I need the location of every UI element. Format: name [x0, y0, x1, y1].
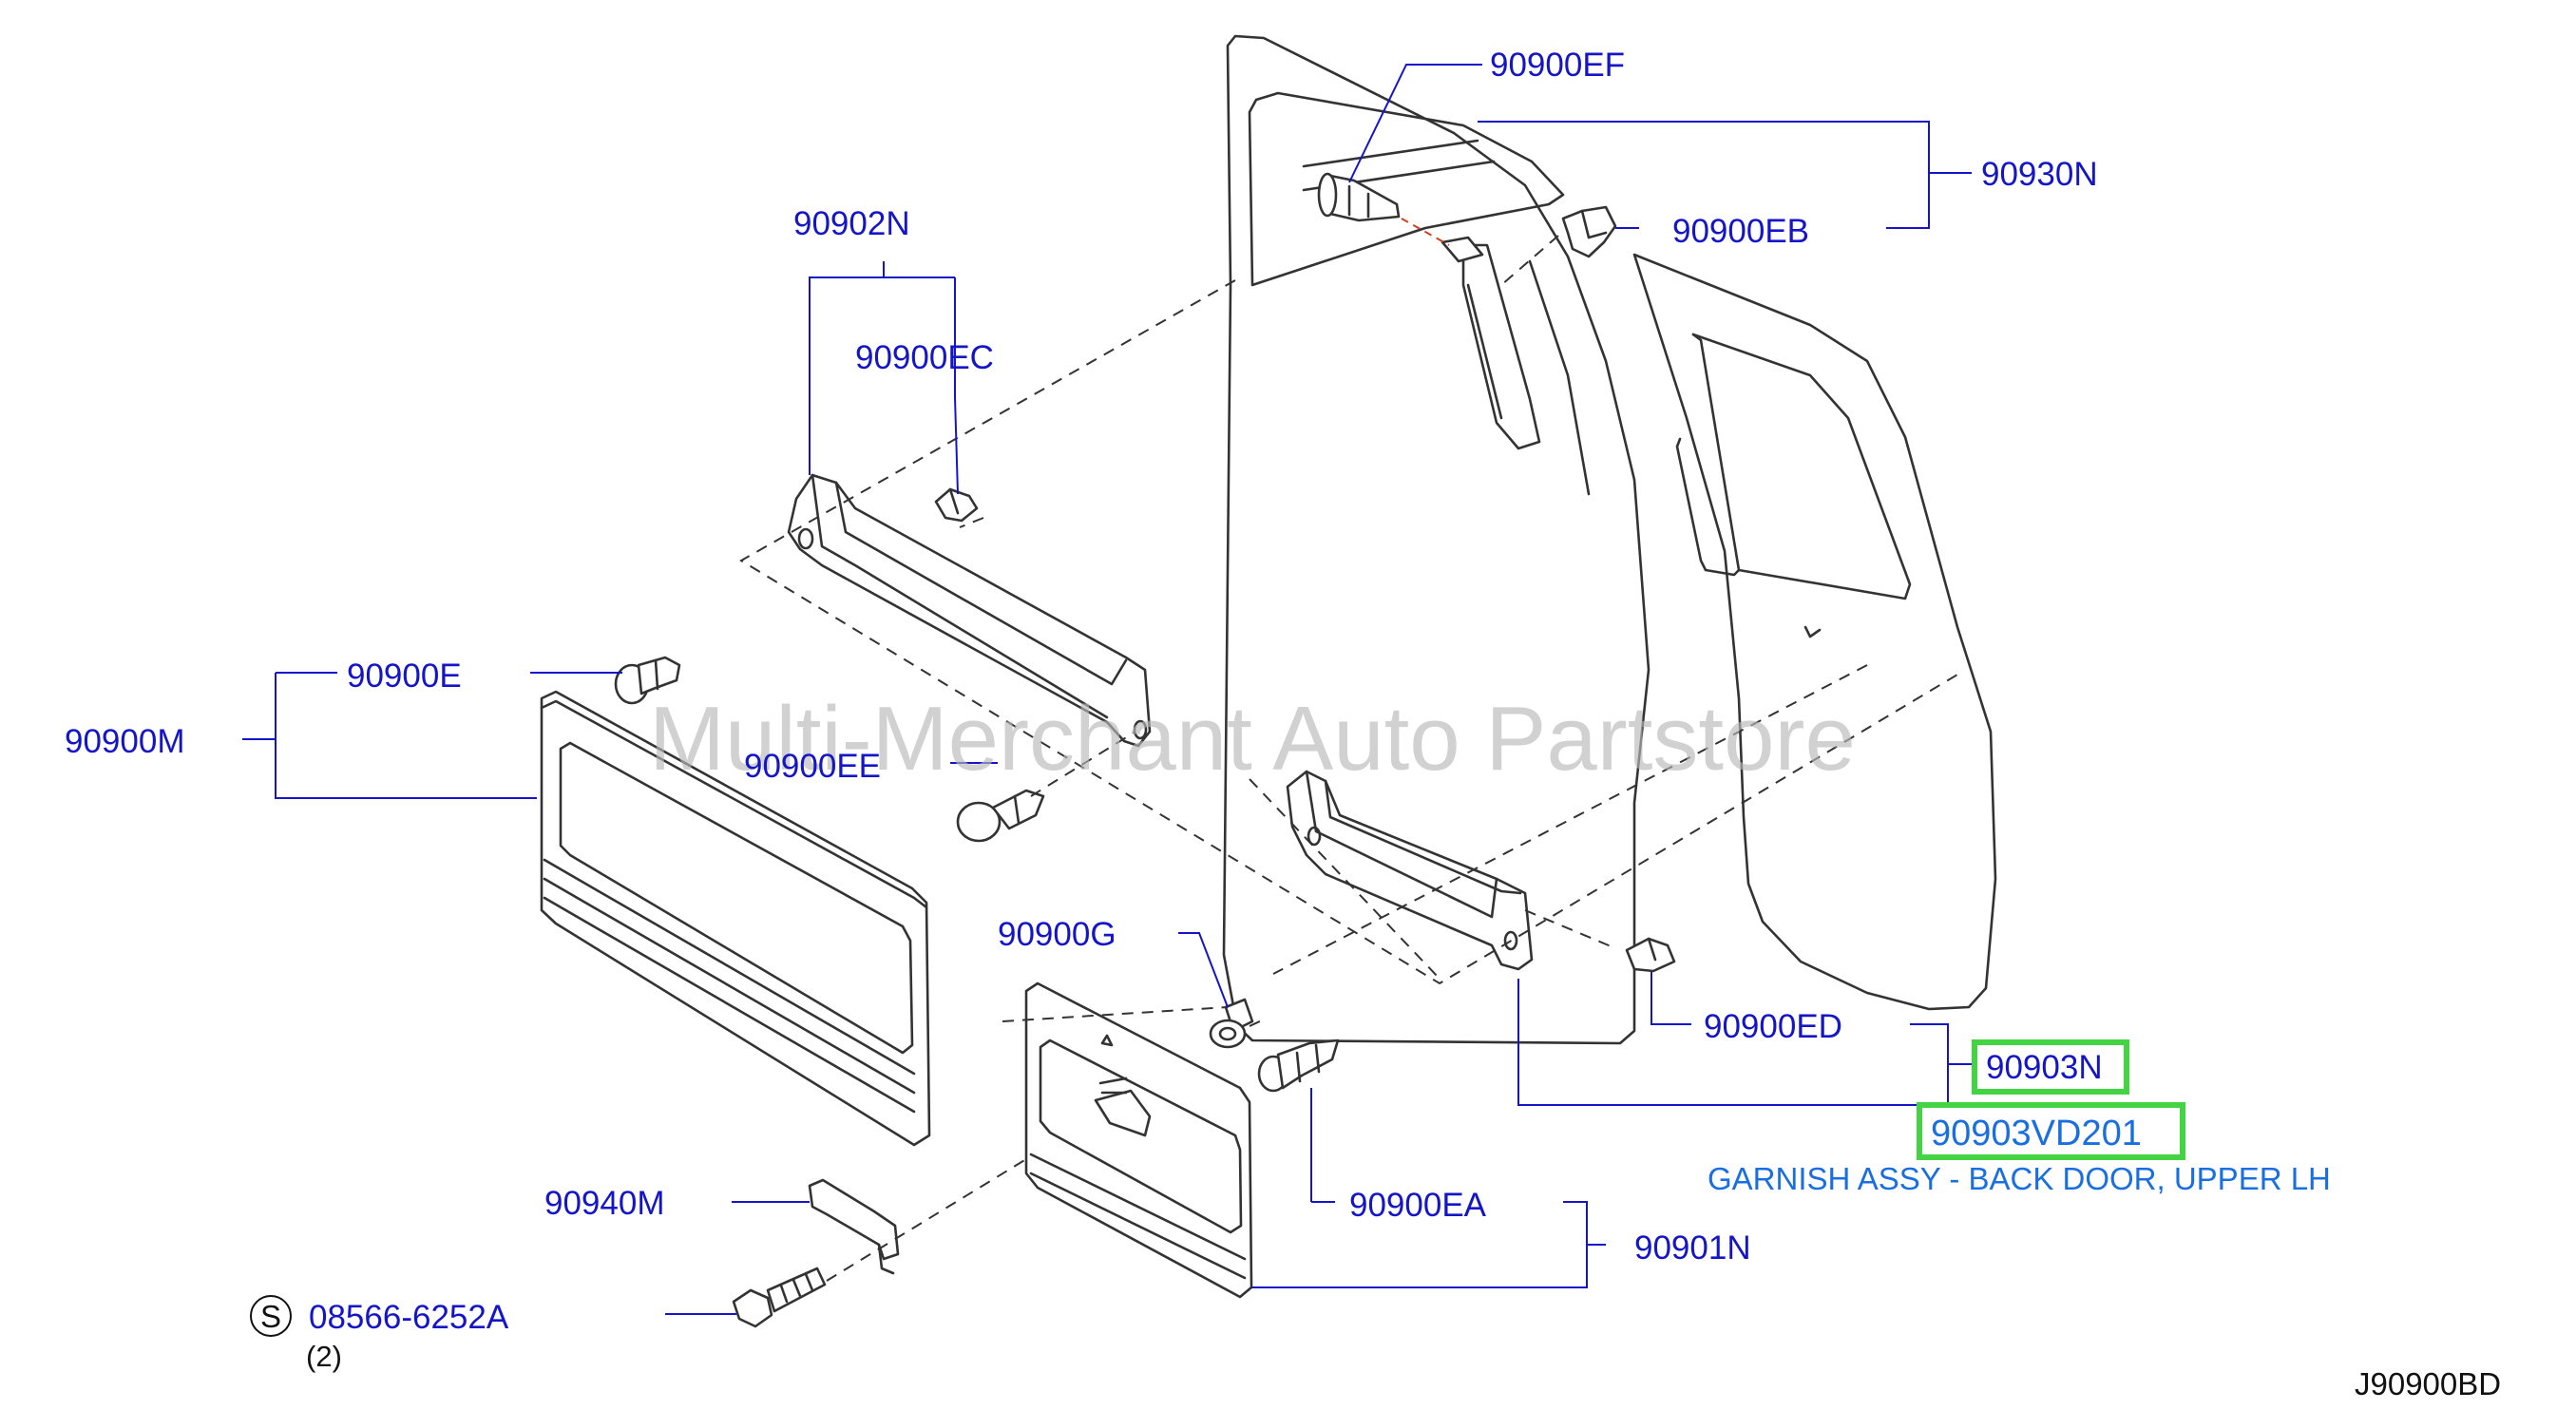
callout-90903VD201[interactable]: 90903VD201	[1931, 1114, 2142, 1153]
clip-ed	[1625, 937, 1676, 973]
grommet-g	[1209, 998, 1254, 1049]
selected-part-highlight-2	[1917, 1102, 2185, 1160]
installation-guide-lines	[739, 235, 1958, 1282]
callout-90903N[interactable]: 90903N	[1986, 1049, 2103, 1086]
lower-back-garnish	[1286, 770, 1534, 971]
upper-side-trim	[1441, 236, 1541, 450]
large-trim-panel	[540, 690, 931, 1147]
callout-90902N[interactable]: 90902N	[793, 205, 910, 242]
push-clip-e	[614, 656, 681, 705]
figure-code: J90900BD	[2355, 1366, 2501, 1401]
callout-90940M[interactable]: 90940M	[544, 1185, 664, 1222]
standard-part-marker: S	[250, 1295, 292, 1337]
leader-lines	[242, 64, 1972, 1315]
watermark: Multi-Merchant Auto Partstore	[649, 688, 1856, 790]
standard-part-symbol: S	[260, 1299, 281, 1334]
selected-part-description: GARNISH ASSY - BACK DOOR, UPPER LH	[1708, 1161, 2331, 1196]
callout-90900G[interactable]: 90900G	[998, 916, 1116, 953]
callout-90900EB[interactable]: 90900EB	[1672, 213, 1809, 250]
clip-eb	[1561, 205, 1617, 258]
bolt	[732, 1267, 827, 1328]
push-clip-ea	[1257, 1038, 1340, 1093]
callout-08566-6252A[interactable]: 08566-6252A	[309, 1299, 509, 1336]
clip-alignment-line	[1401, 218, 1450, 246]
clip-ec	[934, 487, 979, 523]
selected-part-highlight-1	[1972, 1039, 2129, 1095]
callout-90900EC[interactable]: 90900EC	[855, 339, 994, 376]
upper-back-garnish	[787, 473, 1152, 748]
quantity-note: (2)	[306, 1340, 342, 1373]
callout-90901N[interactable]: 90901N	[1634, 1229, 1751, 1267]
callout-90900EE[interactable]: 90900EE	[744, 748, 881, 785]
side-door	[1632, 253, 1997, 1011]
bracket	[808, 1178, 900, 1275]
callout-90900E[interactable]: 90900E	[347, 657, 462, 695]
push-clip-ef	[1317, 172, 1401, 222]
callout-90900EF[interactable]: 90900EF	[1490, 47, 1625, 84]
callout-90900M[interactable]: 90900M	[65, 723, 184, 760]
callout-90900ED[interactable]: 90900ED	[1704, 1008, 1842, 1045]
push-clip-ee	[956, 789, 1045, 843]
callout-90930N[interactable]: 90930N	[1981, 156, 2098, 193]
callout-90900EA[interactable]: 90900EA	[1349, 1187, 1487, 1224]
